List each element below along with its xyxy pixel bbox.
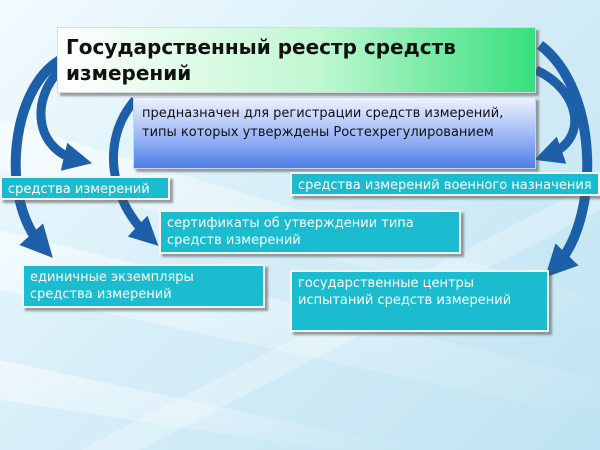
item-measuring-instruments: средства измерений (0, 176, 170, 200)
arrow-to-military-instruments (533, 65, 580, 164)
registry-title-box: Государственный реестр средств измерений (57, 27, 536, 93)
item-single-units: единичные экземпляры средства измерений (22, 264, 265, 308)
registry-description: предназначен для регистрации средств изм… (142, 106, 504, 140)
item-type-certificates: сертификаты об утверждении типа средств … (159, 210, 461, 254)
arrow-to-test-centers (536, 41, 593, 278)
registry-description-box: предназначен для регистрации средств изм… (133, 97, 536, 169)
item-test-centers: государственные центры испытаний средств… (290, 270, 549, 332)
registry-title: Государственный реестр средств измерений (66, 35, 456, 85)
arrow-to-single-units (10, 55, 63, 258)
item-military-instruments: средства измерений военного назначения (290, 172, 600, 196)
arrow-to-type-certificates (109, 97, 159, 246)
arrow-to-measuring-instruments (36, 66, 93, 171)
